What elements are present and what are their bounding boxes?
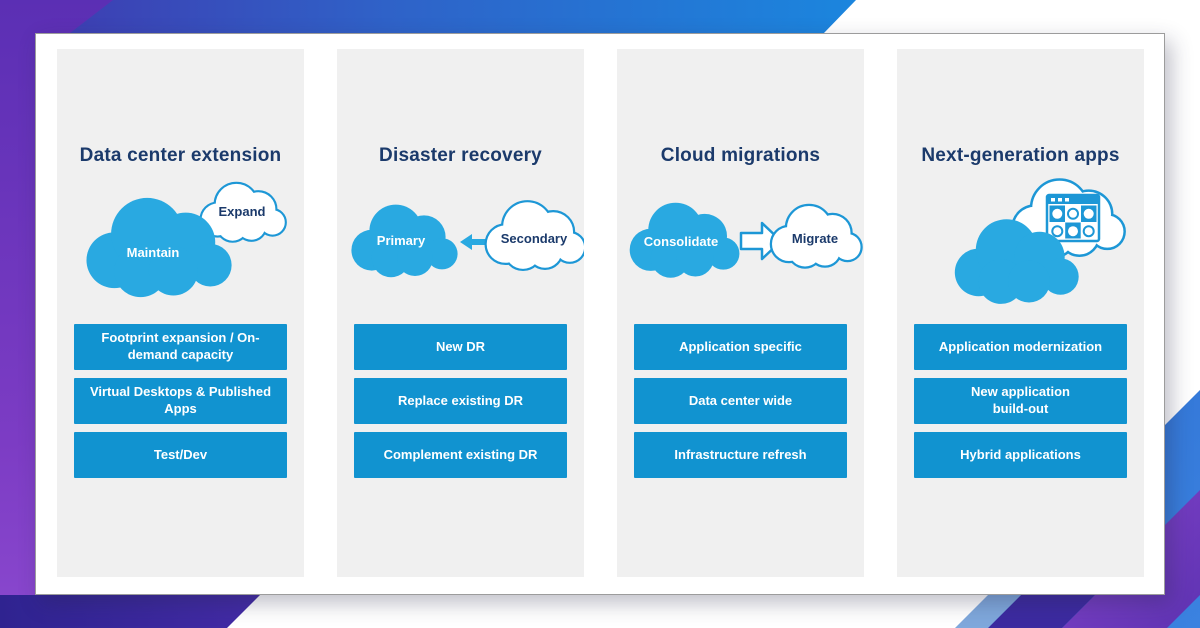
- next-gen-apps-clouds-graphic: [954, 175, 1144, 304]
- use-case-box: Hybrid applications: [914, 432, 1127, 478]
- background-top-blue-band: [0, 0, 856, 34]
- column-cloud-migrations: Cloud migrations Consolidate Migrate App…: [617, 49, 864, 577]
- use-case-box: Application modernization: [914, 324, 1127, 370]
- use-case-boxes: Footprint expansion / On- demand capacit…: [57, 324, 304, 478]
- use-case-box: Test/Dev: [74, 432, 287, 478]
- use-case-box: Data center wide: [634, 378, 847, 424]
- column-title: Disaster recovery: [379, 145, 542, 166]
- app-grid-icon: [1045, 193, 1101, 243]
- column-title: Cloud migrations: [660, 145, 821, 166]
- infographic-card: Data center extension Expand Maintain Fo…: [35, 33, 1165, 595]
- consolidate-migrate-clouds-graphic: Consolidate Migrate: [629, 202, 864, 278]
- column-title: Data center extension: [79, 145, 282, 166]
- primary-cloud-label: Primary: [377, 233, 426, 248]
- background-bottom-left-indigo-band: [0, 595, 260, 628]
- use-case-boxes: Application specific Data center wide In…: [617, 324, 864, 478]
- maintain-expand-clouds-graphic: Expand Maintain: [86, 175, 304, 298]
- expand-cloud-label: Expand: [219, 204, 266, 219]
- maintain-cloud-label: Maintain: [127, 245, 180, 260]
- consolidate-cloud-label: Consolidate: [644, 234, 718, 249]
- use-case-box: Virtual Desktops & Published Apps: [74, 378, 287, 424]
- use-case-box: Infrastructure refresh: [634, 432, 847, 478]
- migrate-cloud-label: Migrate: [792, 231, 838, 246]
- secondary-cloud-label: Secondary: [501, 231, 568, 246]
- use-case-box: Replace existing DR: [354, 378, 567, 424]
- use-case-boxes: New DR Replace existing DR Complement ex…: [337, 324, 584, 478]
- use-case-box: Footprint expansion / On- demand capacit…: [74, 324, 287, 370]
- use-case-box: Application specific: [634, 324, 847, 370]
- use-case-boxes: Application modernization New applicatio…: [897, 324, 1144, 478]
- use-case-box: Complement existing DR: [354, 432, 567, 478]
- primary-secondary-clouds-graphic: Primary Secondary: [351, 175, 584, 278]
- column-data-center-extension: Data center extension Expand Maintain Fo…: [57, 49, 304, 577]
- column-disaster-recovery: Disaster recovery Primary Secondary New …: [337, 49, 584, 577]
- use-case-box: New DR: [354, 324, 567, 370]
- column-title: Next-generation apps: [921, 145, 1120, 166]
- column-next-generation-apps: Next-generation apps: [897, 49, 1144, 577]
- use-case-box: New application build-out: [914, 378, 1127, 424]
